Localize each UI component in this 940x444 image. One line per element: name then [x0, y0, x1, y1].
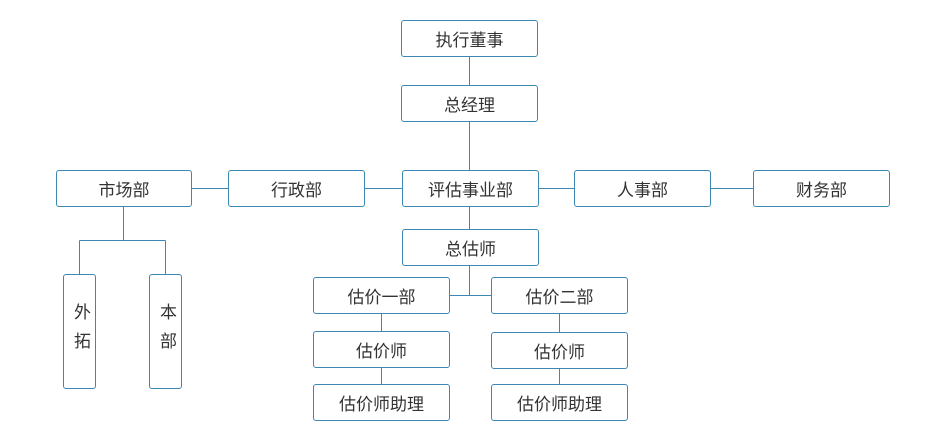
node-label: 估价一部: [347, 288, 416, 308]
node-appraisal-dept-1: 估价一部: [313, 277, 450, 314]
node-appraisal-dept-2: 估价二部: [491, 277, 628, 314]
node-label: 市场部: [98, 181, 150, 201]
node-label: 人事部: [617, 181, 668, 201]
node-dept1-assistant: 估价师助理: [313, 384, 450, 421]
node-dept2-assistant: 估价师助理: [491, 384, 628, 421]
node-label: 总估师: [445, 240, 496, 260]
node-dept1-appraiser: 估价师: [313, 331, 450, 368]
node-label: 评估事业部: [428, 181, 513, 201]
node-admin-dept: 行政部: [228, 170, 365, 207]
node-label: 估价师: [534, 343, 585, 363]
node-appraisal-division: 评估事业部: [402, 170, 539, 207]
node-label: 总经理: [444, 96, 495, 116]
node-label: 外拓: [70, 302, 90, 361]
node-general-manager: 总经理: [401, 85, 538, 122]
node-label: 估价师助理: [517, 395, 602, 415]
node-chairman: 执行董事: [401, 20, 538, 57]
node-label: 财务部: [796, 181, 847, 201]
node-label: 估价二部: [525, 288, 594, 308]
node-market-outer: 外拓: [63, 274, 96, 389]
node-label: 执行董事: [435, 31, 504, 51]
node-chief-appraiser: 总估师: [402, 229, 539, 266]
node-finance-dept: 财务部: [753, 170, 890, 207]
node-label: 估价师: [356, 342, 407, 362]
node-market-dept: 市场部: [56, 170, 192, 207]
node-label: 估价师助理: [339, 395, 424, 415]
node-hr-dept: 人事部: [574, 170, 711, 207]
node-label: 本部: [156, 302, 176, 361]
node-market-local: 本部: [149, 274, 182, 389]
node-dept2-appraiser: 估价师: [491, 332, 628, 369]
node-label: 行政部: [271, 181, 322, 201]
